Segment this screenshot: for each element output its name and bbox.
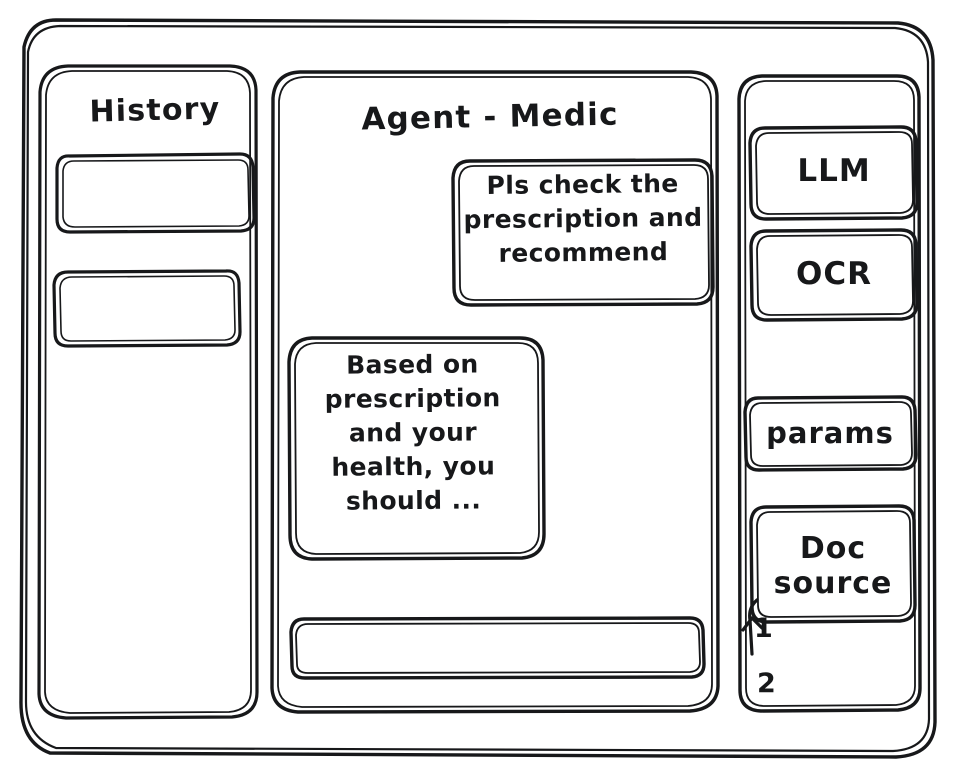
history-list-item[interactable] — [58, 152, 256, 232]
agent-panel-title: Agent - Medic — [361, 96, 619, 138]
tool-button-ocr[interactable]: OCR — [796, 255, 872, 292]
doc-source-entry[interactable]: 1 — [754, 613, 773, 644]
history-panel-title: History — [89, 91, 221, 130]
tool-button-doc-source[interactable]: Doc source — [773, 530, 893, 601]
tool-button-llm[interactable]: LLM — [797, 152, 871, 189]
tool-button-params[interactable]: params — [766, 415, 894, 450]
chat-message-assistant-text: Based on prescription and your health, y… — [324, 349, 501, 516]
history-list-item[interactable] — [54, 268, 240, 348]
chat-input[interactable] — [292, 620, 702, 672]
chat-message-user-text: Pls check the prescription and recommend — [463, 168, 703, 268]
doc-source-entry[interactable]: 2 — [757, 668, 776, 699]
